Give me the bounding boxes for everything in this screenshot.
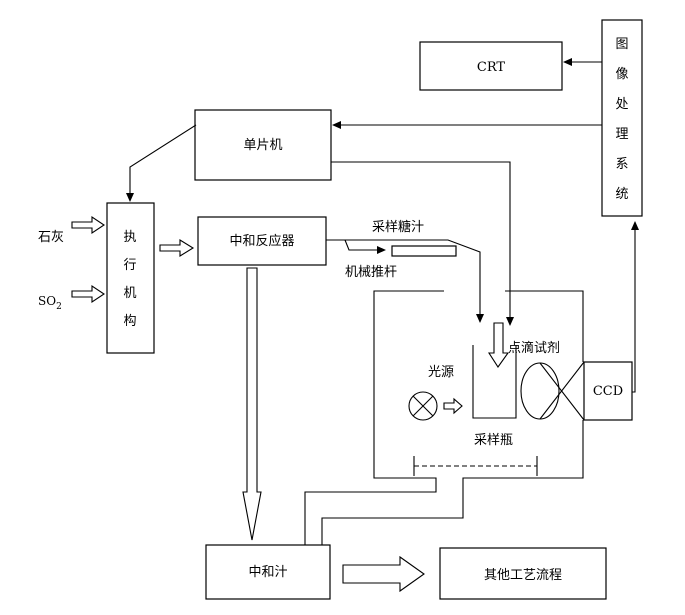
so2-label: SO2: [38, 294, 62, 312]
image-system-char-4: 理: [615, 127, 628, 142]
reagent-dropper-arrow: [487, 322, 510, 368]
actuator-to-reactor-arrow: [159, 239, 195, 257]
sample-bottle: [472, 345, 517, 419]
lens-ray-2: [539, 361, 585, 420]
ccd-to-image-system-arrow: [631, 221, 639, 393]
neutral-juice-box: 中和汁: [205, 544, 331, 600]
image-system-char-3: 处: [615, 97, 628, 112]
image-system-char-1: 图: [615, 37, 628, 52]
light-source-label: 光源: [428, 365, 454, 380]
actuator-char-3: 机: [123, 286, 136, 301]
other-process-box: 其他工艺流程: [439, 547, 607, 600]
reagent-label: 点滴试剂: [508, 340, 560, 356]
sample-bottle-label: 采样瓶: [474, 433, 513, 448]
other-process-label: 其他工艺流程: [484, 568, 562, 583]
mcu-box: 单片机: [194, 109, 332, 181]
neutral-juice-label: 中和汁: [248, 565, 287, 580]
actuator-char-2: 行: [123, 258, 136, 273]
ccd-label: CCD: [593, 384, 623, 399]
chamber-wall-bottom-right: [321, 420, 584, 545]
mcu-to-reagent-arrow: [331, 161, 514, 326]
image-system-char-2: 像: [615, 67, 628, 82]
neutral-juice-to-other-process-arrow: [342, 555, 425, 593]
lens-icon: [520, 362, 560, 420]
reactor-label: 中和反应器: [229, 233, 294, 249]
actuator-char-1: 执: [123, 230, 136, 245]
image-system-char-5: 系: [615, 157, 628, 172]
image-system-char-6: 统: [615, 187, 628, 202]
push-rod-label: 机械推杆: [345, 265, 397, 280]
crt-label: CRT: [477, 60, 506, 75]
ccd-box: CCD: [583, 361, 633, 421]
sample-juice-line: [326, 239, 484, 323]
lime-input-arrow: [71, 215, 105, 235]
mcu-to-actuator-arrow: [126, 124, 197, 202]
image-processing-system-box: 图 像 处 理 系 统: [601, 19, 643, 217]
crt-box: CRT: [419, 41, 563, 91]
reactor-box: 中和反应器: [197, 216, 327, 266]
mcu-label: 单片机: [243, 138, 282, 153]
push-rod: [391, 245, 457, 257]
chamber-wall-left: [304, 290, 444, 545]
actuator-box: 执 行 机 构: [106, 202, 155, 354]
light-source-icon: [408, 391, 438, 421]
sample-juice-label: 采样糖汁: [372, 219, 424, 235]
reactor-to-neutral-juice-arrow: [242, 267, 262, 541]
chamber-wall-top-right: [505, 290, 584, 362]
light-beam-arrow: [443, 397, 463, 415]
so2-input-arrow: [71, 284, 105, 304]
push-rod-arrow: [344, 239, 386, 254]
lens-ray-1: [539, 362, 585, 421]
lime-label: 石灰: [38, 230, 64, 245]
actuator-char-4: 构: [123, 314, 136, 329]
